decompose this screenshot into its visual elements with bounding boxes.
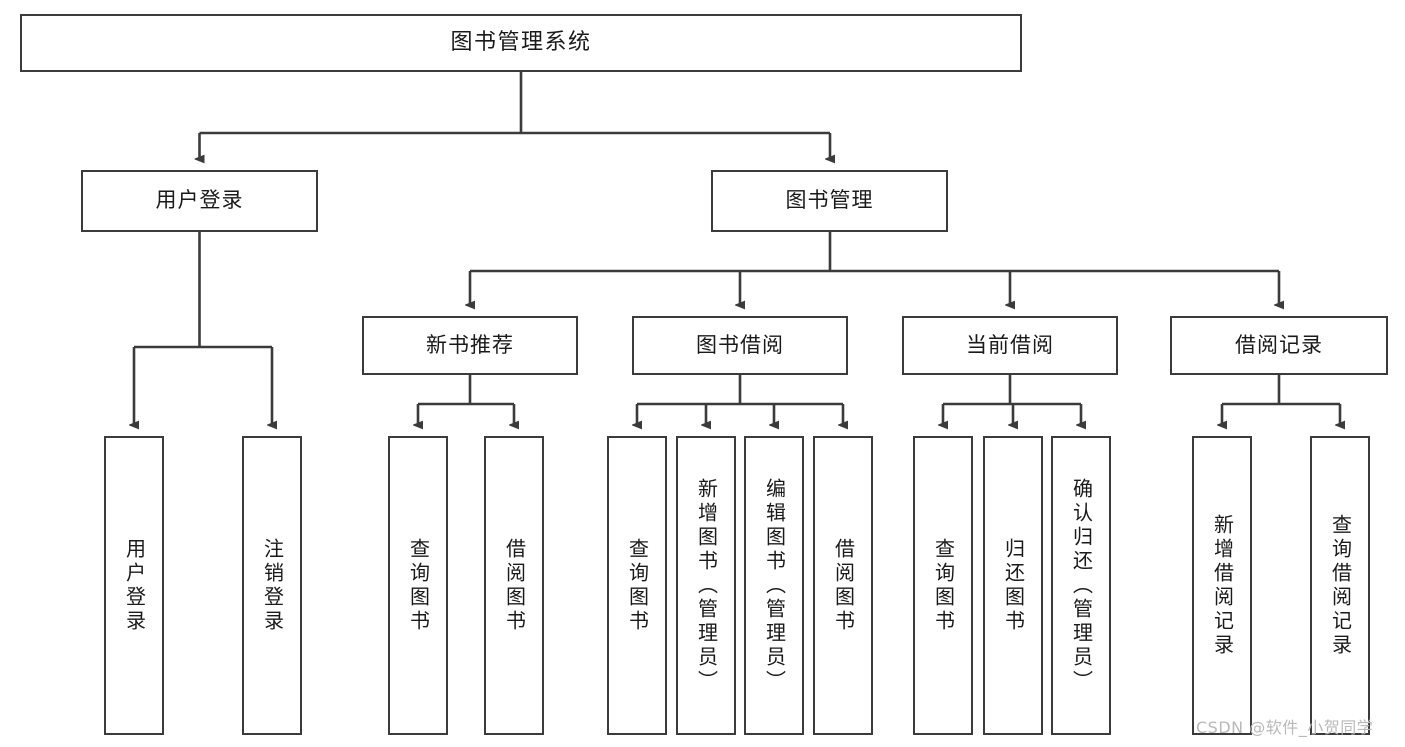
node-book-borrow[interactable]: 图书借阅 — [632, 316, 848, 375]
node-borrow-query-book-label: 查询图书 — [625, 537, 650, 634]
node-borrow-query-book[interactable]: 查询图书 — [607, 436, 667, 735]
node-user-login-leaf[interactable]: 用户登录 — [104, 436, 164, 735]
node-borrow-record[interactable]: 借阅记录 — [1170, 316, 1388, 375]
node-user-logout-leaf[interactable]: 注销登录 — [242, 436, 302, 735]
node-borrow-add-book[interactable]: 新增图书（管理员） — [676, 436, 736, 735]
node-record-add[interactable]: 新增借阅记录 — [1192, 436, 1252, 735]
node-current-borrow-label: 当前借阅 — [966, 332, 1054, 357]
node-recommend-query-book[interactable]: 查询图书 — [388, 436, 448, 735]
node-user-logout-leaf-label: 注销登录 — [260, 537, 285, 634]
node-root[interactable]: 图书管理系统 — [20, 14, 1022, 72]
node-borrow-record-label: 借阅记录 — [1235, 332, 1323, 357]
node-borrow-edit-book-label: 编辑图书（管理员） — [762, 477, 787, 694]
node-current-query-book[interactable]: 查询图书 — [913, 436, 973, 735]
node-current-confirm-return[interactable]: 确认归还（管理员） — [1051, 436, 1111, 735]
node-user-login-label: 用户登录 — [155, 188, 244, 213]
csdn-watermark: CSDN @软件_小贺同学 — [1196, 718, 1374, 737]
node-borrow-edit-book[interactable]: 编辑图书（管理员） — [744, 436, 804, 735]
node-recommend-borrow-book[interactable]: 借阅图书 — [484, 436, 544, 735]
node-root-label: 图书管理系统 — [450, 29, 592, 55]
node-user-login-leaf-label: 用户登录 — [122, 537, 147, 634]
node-user-login[interactable]: 用户登录 — [81, 170, 318, 232]
node-recommend-borrow-book-label: 借阅图书 — [502, 537, 527, 634]
node-record-query-label: 查询借阅记录 — [1328, 513, 1353, 658]
node-book-management-label: 图书管理 — [785, 188, 874, 213]
node-new-book-recommend-label: 新书推荐 — [426, 332, 514, 357]
node-borrow-borrow-book[interactable]: 借阅图书 — [813, 436, 873, 735]
node-current-return-book-label: 归还图书 — [1001, 537, 1026, 634]
node-book-borrow-label: 图书借阅 — [696, 332, 784, 357]
node-current-return-book[interactable]: 归还图书 — [983, 436, 1043, 735]
node-record-query[interactable]: 查询借阅记录 — [1310, 436, 1370, 735]
node-recommend-query-book-label: 查询图书 — [406, 537, 431, 634]
node-record-add-label: 新增借阅记录 — [1210, 513, 1235, 658]
node-current-query-book-label: 查询图书 — [931, 537, 956, 634]
node-borrow-add-book-label: 新增图书（管理员） — [694, 477, 719, 694]
node-new-book-recommend[interactable]: 新书推荐 — [362, 316, 578, 375]
node-current-confirm-return-label: 确认归还（管理员） — [1069, 477, 1094, 694]
node-current-borrow[interactable]: 当前借阅 — [902, 316, 1118, 375]
node-book-management[interactable]: 图书管理 — [711, 170, 948, 232]
node-borrow-borrow-book-label: 借阅图书 — [831, 537, 856, 634]
